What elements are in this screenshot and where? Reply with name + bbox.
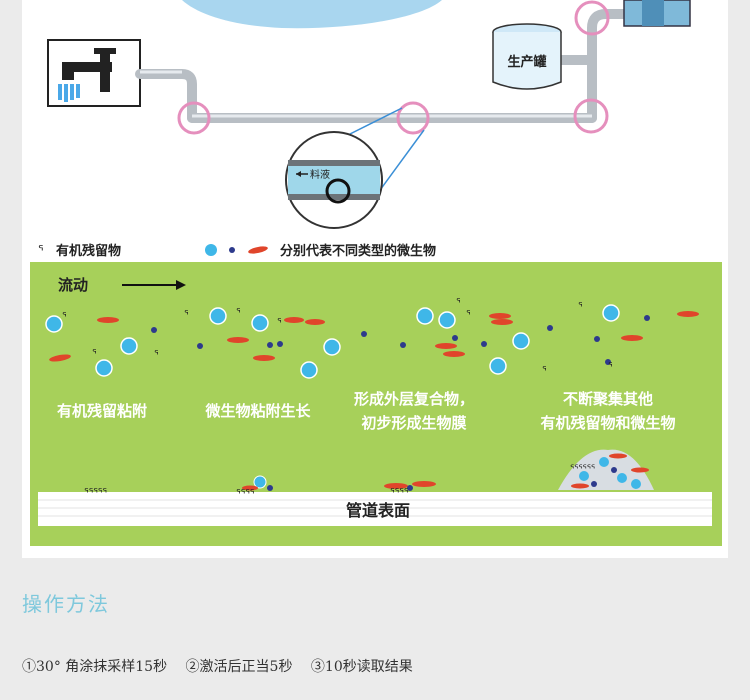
- method-title: 操作方法: [22, 592, 110, 616]
- pipe-surface: [38, 492, 712, 526]
- pipe-cross-section-magnifier: [285, 131, 383, 229]
- legend-microbes-label: 分别代表不同类型的微生物: [280, 243, 436, 259]
- tank-label: 生产罐: [507, 54, 546, 70]
- faucet-icon: [47, 39, 141, 107]
- microbe-blue-legend-icon: [205, 244, 217, 256]
- svg-text:ᕐ: ᕐ: [154, 348, 159, 361]
- svg-text:ᕐ: ᕐ: [542, 364, 547, 377]
- svg-text:ᕐ: ᕐ: [277, 316, 282, 329]
- stage-1-label: 有机残留粘附: [57, 402, 147, 420]
- pipe-surface-texture: [38, 499, 712, 517]
- surface-label: 管道表面: [346, 501, 410, 520]
- joint-marker-top: [574, 0, 610, 36]
- microbe-red-legend-icon: [248, 246, 268, 254]
- svg-text:ᕐ: ᕐ: [184, 308, 189, 321]
- water-source-shape: [182, 0, 442, 29]
- svg-text:ᕐ: ᕐ: [456, 296, 461, 309]
- svg-text:ᕐ: ᕐ: [466, 308, 471, 321]
- joint-marker-left: [177, 101, 211, 135]
- method-step-2: ②激活后正当5秒: [185, 659, 293, 675]
- microbe-cluster: ᕐᕐᕐᕐᕐᕐ: [558, 449, 654, 490]
- biofilm-diagram-panel: 生产罐 料液 ᕐ 有机残留物 分别代表不同类型的微生物: [22, 0, 728, 558]
- stage-4-label-line2: 有机残留物和微生物: [540, 414, 675, 432]
- svg-text:ᕐᕐᕐᕐ: ᕐᕐᕐᕐ: [390, 486, 408, 499]
- stage-3-label-line1: 形成外层复合物，: [354, 390, 474, 408]
- svg-text:ᕐᕐᕐᕐᕐ: ᕐᕐᕐᕐᕐ: [84, 486, 107, 499]
- method-steps: ①30° 角涂抹采样15秒 ②激活后正当5秒 ③10秒读取结果: [22, 656, 427, 676]
- flow-arrow-icon: [122, 280, 186, 290]
- svg-text:ᕐᕐᕐᕐ: ᕐᕐᕐᕐ: [236, 487, 254, 500]
- method-step-1: ①30° 角涂抹采样15秒: [22, 659, 168, 675]
- legend-residue-label: 有机残留物: [56, 243, 121, 259]
- stage-4-label-line1: 不断聚集其他: [563, 390, 653, 408]
- production-tank: [492, 23, 562, 90]
- storage-container: [623, 0, 691, 27]
- microbe-navy-legend-icon: [229, 247, 235, 253]
- pipeline: [135, 9, 629, 123]
- flow-label: 流动: [58, 276, 88, 294]
- legend: ᕐ 有机残留物 分别代表不同类型的微生物: [38, 243, 436, 259]
- stage-labels: 有机残留粘附 微生物粘附生长 形成外层复合物， 初步形成生物膜 不断聚集其他 有…: [57, 390, 676, 432]
- svg-text:ᕐ: ᕐ: [236, 306, 241, 319]
- joint-marker-right: [573, 98, 609, 134]
- stage-2-label: 微生物粘附生长: [204, 402, 311, 420]
- svg-text:ᕐᕐᕐᕐᕐᕐ: ᕐᕐᕐᕐᕐᕐ: [570, 464, 595, 475]
- svg-text:ᕐ: ᕐ: [92, 347, 97, 360]
- deposit-ring: [325, 178, 351, 204]
- svg-text:ᕐ: ᕐ: [578, 300, 583, 313]
- surface-deposits: ᕐᕐᕐᕐᕐ ᕐᕐᕐᕐ ᕐᕐᕐᕐ ᕐᕐᕐᕐᕐᕐ: [84, 449, 654, 500]
- joint-marker-middle: [396, 101, 430, 135]
- method-step-3: ③10秒读取结果: [310, 659, 413, 675]
- pipe-joint-markers: [177, 0, 610, 135]
- residue-legend-icon: ᕐ: [38, 244, 43, 259]
- svg-text:ᕐ: ᕐ: [608, 360, 613, 373]
- stage-3-label-line2: 初步形成生物膜: [361, 414, 466, 432]
- svg-text:ᕐ: ᕐ: [62, 310, 67, 323]
- liquid-label: 料液: [310, 168, 330, 181]
- biofilm-diagram: 生产罐 料液 ᕐ 有机残留物 分别代表不同类型的微生物: [30, 0, 722, 546]
